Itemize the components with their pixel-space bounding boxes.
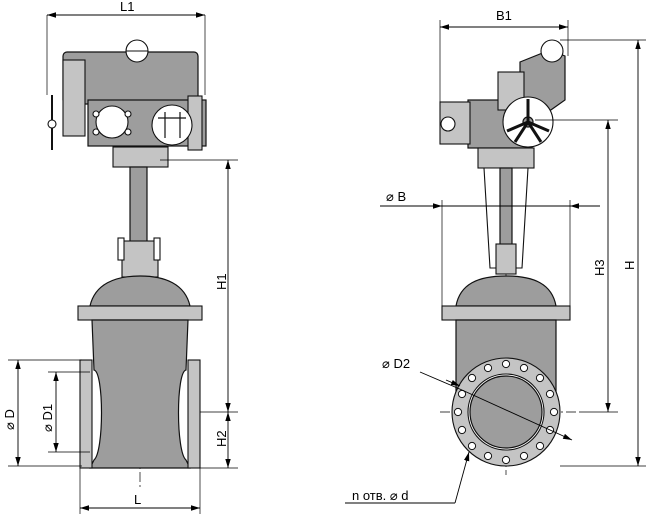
bolt-c bbox=[92, 128, 100, 136]
label-d: ⌀ D bbox=[2, 409, 17, 430]
front-valve-body bbox=[77, 275, 203, 469]
dim-b: ⌀ B bbox=[380, 189, 600, 306]
dim-h3: H3 bbox=[535, 119, 618, 413]
lever-pivot bbox=[47, 119, 57, 129]
label-h3: H3 bbox=[592, 259, 607, 276]
pipe-bore-inner bbox=[469, 375, 543, 449]
valve-body bbox=[89, 319, 191, 469]
handwheel-hub bbox=[95, 105, 129, 139]
label-l1: L1 bbox=[120, 0, 134, 14]
dim-h: H bbox=[560, 39, 646, 467]
label-d1: ⌀ D1 bbox=[40, 404, 55, 432]
dim-h1: H1 bbox=[160, 159, 238, 413]
gland-stud-left bbox=[117, 237, 125, 261]
dim-h2: H2 bbox=[200, 412, 238, 469]
bonnet-dome bbox=[89, 275, 191, 307]
front-view: L1 H1 H2 L ⌀ D bbox=[2, 0, 238, 514]
gear-cover-marks bbox=[158, 112, 186, 138]
side-actuator bbox=[439, 39, 566, 149]
dim-d2: ⌀ D2 bbox=[382, 356, 573, 441]
bolt-b bbox=[124, 110, 132, 118]
dim-l1: L1 bbox=[46, 0, 206, 95]
dim-holes: n отв. ⌀ d bbox=[345, 451, 470, 504]
side-yoke-top bbox=[477, 147, 535, 169]
side-yoke bbox=[477, 147, 535, 275]
right-pipe-flange bbox=[187, 359, 201, 469]
label-l: L bbox=[134, 492, 141, 507]
gland bbox=[121, 240, 159, 278]
side-valve-body bbox=[441, 275, 571, 467]
front-actuator bbox=[47, 39, 207, 151]
bolt-a bbox=[92, 110, 100, 118]
front-yoke bbox=[112, 146, 169, 278]
handwheel-spokes bbox=[506, 99, 550, 143]
gear-cover-circle bbox=[151, 104, 193, 146]
side-view: B1 ⌀ B H3 H ⌀ bbox=[345, 8, 646, 504]
side-motor-port bbox=[440, 116, 456, 132]
side-bonnet-flange bbox=[441, 305, 571, 321]
left-pipe-flange bbox=[79, 359, 93, 469]
label-h1: H1 bbox=[214, 273, 229, 290]
dim-d1: ⌀ D1 bbox=[40, 371, 90, 453]
label-holes: n отв. ⌀ d bbox=[352, 488, 409, 503]
stem-column bbox=[129, 166, 148, 246]
side-gland bbox=[495, 243, 517, 275]
label-h2: H2 bbox=[214, 430, 229, 447]
label-b: ⌀ B bbox=[386, 189, 406, 204]
dim-b1: B1 bbox=[439, 8, 569, 102]
motor-end-cap bbox=[62, 59, 86, 137]
label-b1: B1 bbox=[496, 8, 512, 23]
gland-stud-right bbox=[153, 237, 161, 261]
bonnet-flange bbox=[77, 305, 203, 321]
side-bonnet-dome bbox=[455, 275, 557, 307]
bolt-holes bbox=[453, 359, 559, 465]
dim-d: ⌀ D bbox=[2, 359, 82, 467]
dim-l: L bbox=[79, 468, 201, 514]
label-h: H bbox=[622, 261, 637, 270]
bolt-d bbox=[124, 128, 132, 136]
yoke-top-flange bbox=[112, 146, 169, 168]
side-top-knob bbox=[540, 39, 564, 63]
label-d2: ⌀ D2 bbox=[382, 356, 410, 371]
